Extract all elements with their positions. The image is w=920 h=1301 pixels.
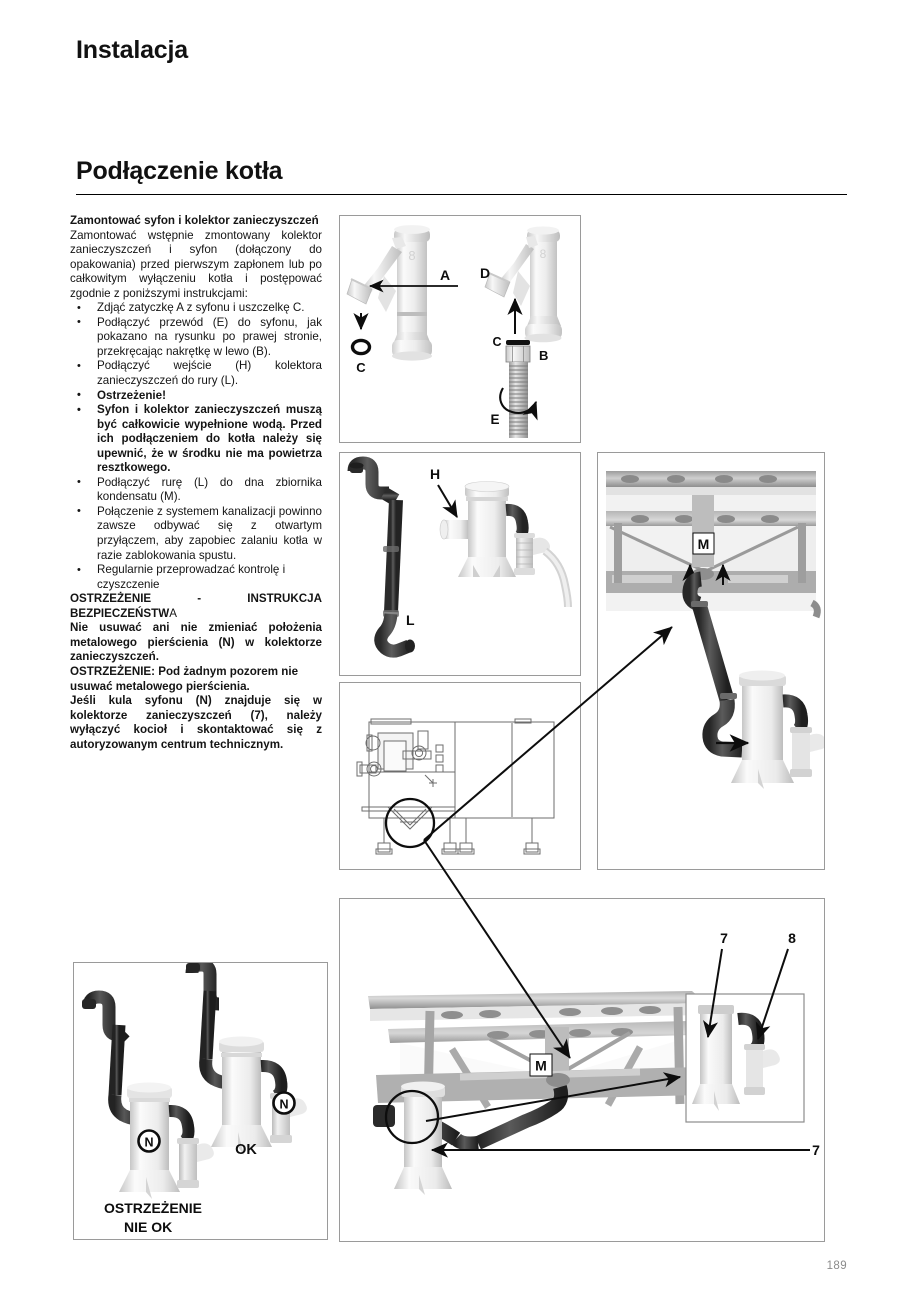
figure-condensate-tank: M	[597, 452, 825, 870]
figure-ok-not-ok: N N OK	[73, 962, 328, 1240]
list-item: Podłączyć wejście (H) kolektora zanieczy…	[70, 359, 322, 388]
instructions-intro: Zamontować wstępnie zmontowany kolektor …	[70, 228, 322, 300]
svg-text:8: 8	[540, 247, 547, 261]
detail-callout-circle	[384, 797, 436, 849]
inset-parts-7-8: 7 8	[685, 930, 805, 1123]
safety-warning-text-3: Jeśli kula syfonu (N) znajduje się w kol…	[70, 694, 322, 751]
label-N-left: N	[144, 1136, 153, 1150]
label-M: M	[698, 536, 710, 552]
label-7: 7	[720, 930, 728, 946]
label-B: B	[539, 348, 548, 363]
siphon-parts-illustration: 8 C A	[346, 225, 562, 438]
label-E: E	[490, 412, 499, 427]
safety-warning-text-1: Nie usuwać ani nie zmieniać położenia me…	[70, 621, 322, 664]
ok-assembly: N OK	[185, 963, 307, 1158]
instruction-bullet-list: Zdjąć zatyczkę A z syfonu i uszczelkę C.…	[70, 301, 322, 592]
ring-marker-N-right: N	[272, 1091, 296, 1115]
cap-A	[346, 278, 373, 305]
safety-warning-heading-tail: A	[169, 606, 177, 620]
label-M-bottom: M	[535, 1058, 547, 1074]
not-ok-assembly: N	[82, 990, 214, 1199]
label-M-group: M	[682, 532, 731, 585]
figure-pipe-and-collector: L	[339, 452, 581, 676]
label-L: L	[406, 612, 415, 628]
list-item: Regularnie przeprowadzać kontrolę i czys…	[70, 563, 322, 592]
nut-B: B	[505, 345, 548, 363]
ok-not-ok-illustration: N N OK	[82, 963, 307, 1235]
title-divider	[76, 194, 847, 195]
gasket-C-left: C	[350, 313, 372, 375]
instructions-column: Zamontować syfon i kolektor zanieczyszcz…	[70, 214, 322, 752]
caption-ostrzezenie: OSTRZEŻENIE	[104, 1200, 202, 1216]
list-item: Zdjąć zatyczkę A z syfonu i uszczelkę C.	[70, 301, 322, 316]
figure-siphon-parts: 8 C A	[339, 215, 581, 443]
instructions-subheading: Zamontować syfon i kolektor zanieczyszcz…	[70, 214, 319, 227]
list-item: Ostrzeżenie!	[70, 388, 322, 404]
label-A-group: A	[368, 267, 458, 293]
detail-callout-circle-bottom	[384, 1089, 440, 1145]
list-item-continuation: Syfon i kolektor zanieczyszczeń muszą by…	[70, 403, 322, 476]
boiler-underside-structure	[606, 471, 816, 593]
caption-nie-ok: NIE OK	[124, 1219, 172, 1235]
drain-pipe-L: L	[347, 456, 415, 658]
boiler-underside-illustration: M	[368, 930, 820, 1195]
label-7-bottom: 7	[812, 1142, 820, 1158]
pipe-collector-illustration: L	[347, 456, 572, 658]
list-item: Podłączyć rurę (L) do dna zbiornika kond…	[70, 475, 322, 505]
list-item: Połączenie z systemem kanalizacji powinn…	[70, 504, 322, 563]
label-C-left: C	[356, 360, 366, 375]
safety-warning-heading-bold: OSTRZEŻENIE - INSTRUKCJA BEZPIECZEŃSTW	[70, 592, 322, 620]
label-A: A	[440, 267, 450, 283]
section-title: Podłączenie kotła	[76, 157, 283, 185]
dirt-collector-assembly	[716, 670, 824, 789]
siphon-pipe-run	[682, 571, 743, 758]
figure-boiler-line-drawing	[339, 682, 581, 870]
figure-boiler-underside: M	[339, 898, 825, 1242]
label-N-right: N	[279, 1098, 288, 1112]
page-number: 189	[826, 1260, 847, 1272]
condensate-tank-illustration: M	[606, 471, 824, 789]
dirt-collector	[439, 481, 572, 608]
label-H-group: H	[430, 466, 458, 519]
label-M-group-bottom: M	[529, 1053, 553, 1077]
label-8: 8	[788, 930, 796, 946]
label-H: H	[430, 466, 440, 482]
hose-E: E	[490, 362, 538, 438]
safety-warning-text-2: OSTRZEŻENIE: Pod żadnym pozorem nie usuw…	[70, 664, 299, 693]
boiler-technical-drawing	[356, 718, 555, 855]
label-D: D	[480, 265, 490, 281]
ring-marker-N-left: N	[137, 1129, 161, 1153]
list-item: Podłączyć przewód (E) do syfonu, jak pok…	[70, 315, 322, 360]
label-C-right: C	[492, 335, 501, 349]
svg-text:8: 8	[408, 248, 415, 263]
page-title: Instalacja	[76, 36, 188, 64]
label-OK: OK	[235, 1142, 257, 1158]
safety-warning-heading: OSTRZEŻENIE - INSTRUKCJA BEZPIECZEŃSTWA	[70, 592, 322, 621]
siphon-right-assembly: 8	[484, 226, 562, 343]
